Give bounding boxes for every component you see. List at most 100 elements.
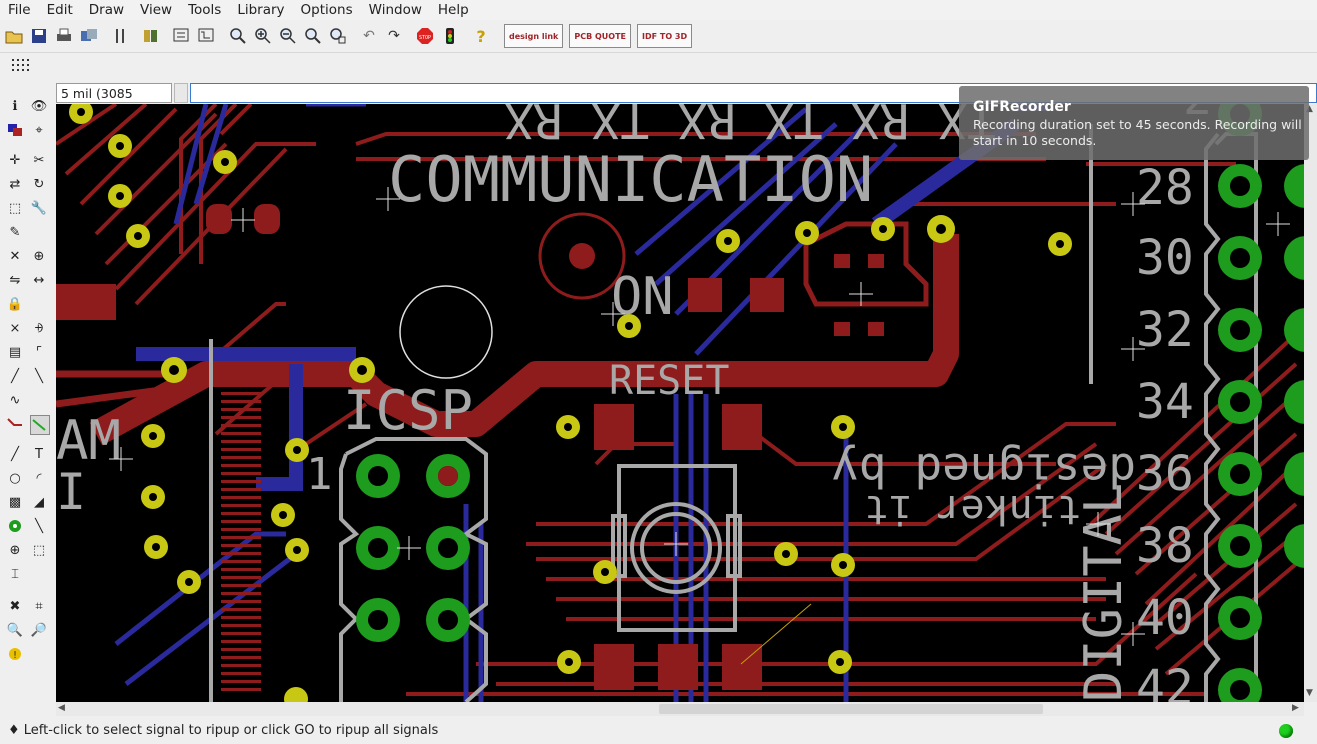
idf-to-3d-button[interactable]: IDF TO 3D: [637, 24, 693, 48]
open-icon[interactable]: [3, 25, 25, 47]
scroll-down-icon[interactable]: ▼: [1306, 688, 1313, 698]
save-icon[interactable]: [28, 25, 50, 47]
route-icon[interactable]: ╱: [11, 368, 19, 384]
via-icon[interactable]: [6, 517, 24, 535]
menu-view[interactable]: View: [140, 2, 173, 18]
menu-file[interactable]: File: [8, 2, 31, 18]
copy-icon[interactable]: ✂: [33, 152, 45, 168]
zoom-fit-icon[interactable]: [227, 25, 249, 47]
menu-edit[interactable]: Edit: [46, 2, 73, 18]
ripup-icon[interactable]: [6, 415, 24, 433]
silk-pin-34: 34: [1136, 374, 1194, 430]
eye-icon[interactable]: 👁: [30, 98, 48, 114]
drc-icon[interactable]: 🔎: [30, 622, 48, 638]
grid-icon[interactable]: [12, 59, 32, 77]
svg-text:!: !: [12, 650, 18, 661]
auto-icon[interactable]: ⌗: [35, 598, 43, 614]
cam-processor-icon[interactable]: [78, 25, 100, 47]
undo-icon[interactable]: ↶: [363, 28, 375, 44]
line-icon[interactable]: ╱: [11, 446, 19, 462]
zoom-select-icon[interactable]: [327, 25, 349, 47]
name-icon[interactable]: ↔: [33, 272, 45, 288]
silk-pin-42: 42: [1136, 660, 1194, 702]
menu-draw[interactable]: Draw: [88, 2, 125, 18]
menu-help[interactable]: Help: [437, 2, 469, 18]
info-icon[interactable]: ℹ: [12, 98, 18, 114]
scroll-left-icon[interactable]: ◀: [58, 703, 65, 713]
scroll-right-icon[interactable]: ▶: [1292, 703, 1299, 713]
command-dropdown[interactable]: [174, 83, 188, 103]
silk-on: ON: [611, 267, 674, 327]
layer-display-icon[interactable]: [6, 121, 24, 139]
arc-icon[interactable]: ◜: [36, 470, 42, 486]
tool-palette: ℹ 👁 ⌖ ✛ ✂ ⇄ ↻ ⬚ 🔧 ✎ ✕ ⊕ ⇋ ↔ 🔒 ⨯ ⨮ ▤ ⌜ ╱ …: [0, 92, 55, 702]
hole-icon[interactable]: ⊕: [9, 542, 21, 558]
gifrecorder-notification[interactable]: GIFRecorder Recording duration set to 45…: [959, 86, 1309, 160]
silk-pin-36: 36: [1136, 446, 1194, 502]
split-icon[interactable]: ⨯: [9, 320, 21, 336]
zoom-in-icon[interactable]: [252, 25, 274, 47]
horizontal-scroll-thumb[interactable]: [659, 704, 1043, 714]
menu-options[interactable]: Options: [300, 2, 353, 18]
autoroute-icon[interactable]: ╲: [35, 368, 43, 384]
schematic-switch-icon[interactable]: [196, 25, 218, 47]
silk-pin-38: 38: [1136, 518, 1194, 574]
go-traffic-light-icon[interactable]: [439, 25, 461, 47]
dimension-icon[interactable]: ⌶: [11, 566, 19, 582]
errors-icon[interactable]: !: [6, 645, 24, 663]
wire-route-icon[interactable]: [30, 415, 50, 435]
redo-icon[interactable]: ↷: [388, 28, 400, 44]
main-toolbar: ↶ ↷ STOP ? design link PCB QUOTE IDF TO …: [0, 22, 1317, 50]
pcb-quote-button[interactable]: PCB QUOTE: [569, 24, 632, 48]
paste-icon[interactable]: ✎: [9, 224, 21, 240]
stop-icon[interactable]: STOP: [414, 25, 436, 47]
attribute-icon[interactable]: ⬚: [32, 542, 46, 558]
silk-communication: COMMUNICATION: [388, 143, 873, 216]
ratsnest-icon[interactable]: ✖: [9, 598, 21, 614]
menu-library[interactable]: Library: [237, 2, 285, 18]
print-icon[interactable]: [53, 25, 75, 47]
delete-icon[interactable]: ✕: [9, 248, 21, 264]
scroll-up-icon[interactable]: ▲: [1306, 104, 1313, 114]
signal-icon[interactable]: ╲: [35, 518, 43, 534]
optimize-icon[interactable]: ⨮: [34, 320, 44, 336]
horizontal-scrollbar[interactable]: ◀ ▶: [56, 702, 1304, 716]
zoom-redraw-icon[interactable]: [302, 25, 324, 47]
rect-icon[interactable]: ▩: [8, 494, 22, 510]
silk-partial-top: TX RX TX RX TX RX: [505, 104, 996, 148]
vertical-scrollbar[interactable]: ▲ ▼: [1304, 104, 1317, 702]
move-icon[interactable]: ✛: [9, 152, 21, 168]
rotate-icon[interactable]: ↻: [33, 176, 45, 192]
board-canvas[interactable]: COMMUNICATION ON RESET ICSP 1 AM I 2 28 …: [56, 104, 1304, 702]
group-icon[interactable]: ⬚: [8, 200, 22, 216]
notification-body: Recording duration set to 45 seconds. Re…: [973, 117, 1302, 148]
menu-bar: File Edit Draw View Tools Library Option…: [0, 0, 1317, 20]
script-icon[interactable]: [109, 25, 131, 47]
library-book-icon[interactable]: [140, 25, 162, 47]
circle-icon[interactable]: ○: [9, 470, 21, 486]
help-question-icon[interactable]: ?: [476, 26, 486, 46]
text-icon[interactable]: T: [35, 446, 43, 462]
board-switch-icon[interactable]: [171, 25, 193, 47]
parameter-toolbar: [0, 52, 1317, 81]
status-bar: ♦ Left-click to select signal to ripup o…: [0, 718, 1317, 744]
design-link-button[interactable]: design link: [504, 24, 564, 48]
erc-icon[interactable]: 🔍: [6, 622, 24, 638]
mirror-icon[interactable]: ⇄: [9, 176, 21, 192]
smash-icon[interactable]: ▤: [8, 344, 22, 360]
menu-tools[interactable]: Tools: [188, 2, 222, 18]
silk-pin-one: 1: [306, 449, 333, 500]
status-message: ♦ Left-click to select signal to ripup o…: [8, 723, 439, 738]
silk-pin-28: 28: [1136, 160, 1194, 216]
lock-icon[interactable]: 🔒: [6, 296, 24, 312]
menu-window[interactable]: Window: [368, 2, 422, 18]
meander-icon[interactable]: ∿: [9, 392, 21, 408]
add-icon[interactable]: ⊕: [33, 248, 45, 264]
miter-icon[interactable]: ⌜: [35, 344, 43, 360]
change-icon[interactable]: 🔧: [30, 200, 48, 216]
mark-icon[interactable]: ⌖: [35, 122, 43, 138]
board-drawing: COMMUNICATION ON RESET ICSP 1 AM I 2 28 …: [56, 104, 1304, 702]
polygon-icon[interactable]: ◢: [34, 494, 44, 510]
replace-icon[interactable]: ⇋: [9, 272, 21, 288]
zoom-out-icon[interactable]: [277, 25, 299, 47]
